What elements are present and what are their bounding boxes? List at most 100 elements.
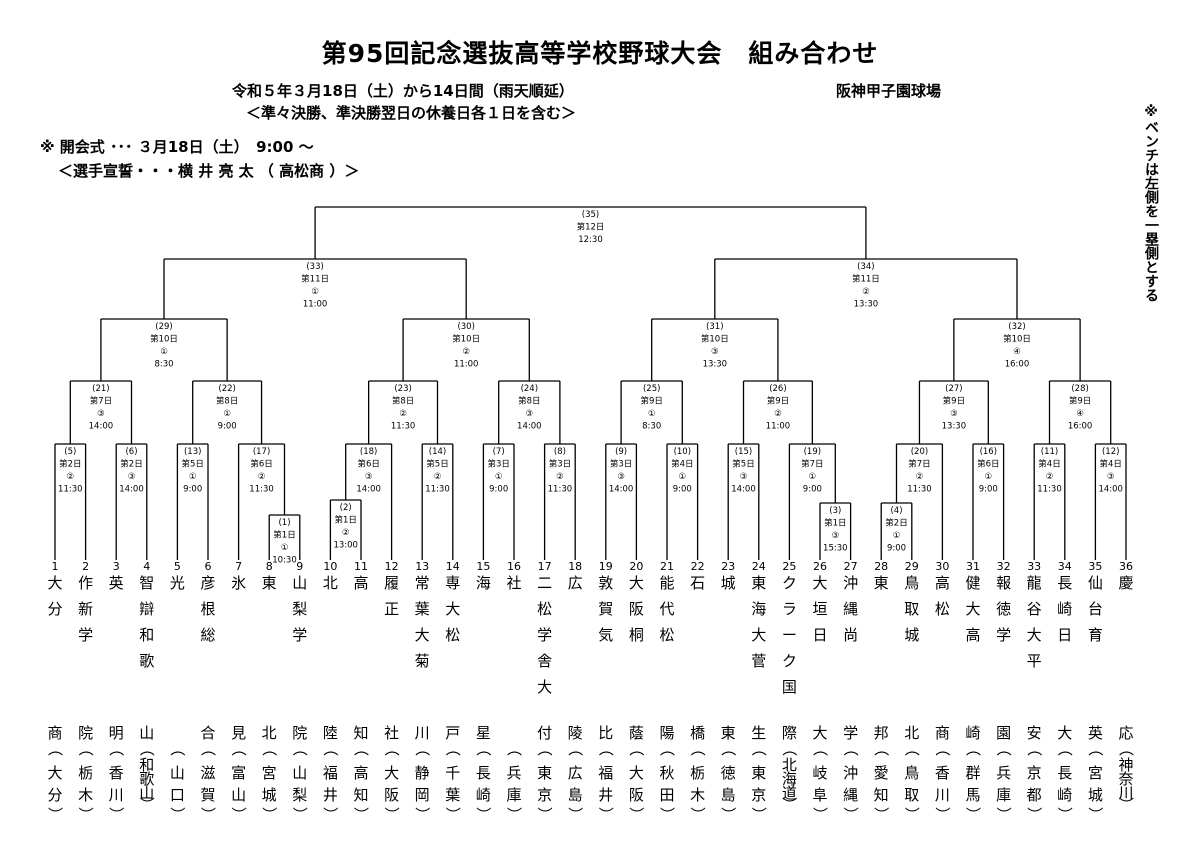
team-number: 12 — [385, 560, 399, 573]
match-time: 15:30 — [823, 544, 848, 554]
team-number: 16 — [507, 560, 521, 573]
match-day: 第2日 — [59, 459, 81, 470]
match-slot: ③ — [831, 531, 839, 541]
team-number: 7 — [235, 560, 242, 573]
match-no: (28) — [1071, 384, 1088, 394]
match-no: (2) — [340, 503, 352, 513]
team-name: 二松学舎大付 — [537, 574, 553, 742]
bench-note: ※ベンチは左側を一塁側とする — [1143, 104, 1159, 302]
match-no: (8) — [554, 447, 566, 457]
team-name: 東海大菅生 — [751, 574, 767, 742]
match-time: 13:30 — [854, 300, 879, 310]
team-name: 光 — [169, 574, 185, 592]
match-day: 第9日 — [767, 396, 789, 407]
match-time: 11:00 — [766, 422, 791, 432]
team-entry: 高知（高知） — [346, 572, 376, 822]
match-day: 第10日 — [452, 334, 480, 345]
match-day: 第2日 — [885, 518, 907, 529]
team-entry: 城東（徳島） — [713, 572, 743, 822]
match-day: 第2日 — [120, 459, 142, 470]
team-number: 14 — [446, 560, 460, 573]
team-name: 大垣日大 — [812, 574, 828, 742]
match-day: 第9日 — [943, 396, 965, 407]
match-day: 第5日 — [732, 459, 754, 470]
match-day: 第8日 — [518, 396, 540, 407]
team-number: 4 — [143, 560, 150, 573]
team-number: 21 — [660, 560, 674, 573]
team-name: 海星 — [475, 574, 491, 742]
match-day: 第4日 — [1038, 459, 1060, 470]
match-no: (24) — [521, 384, 538, 394]
match-slot: ② — [342, 528, 350, 538]
team-name: 慶応 — [1118, 574, 1134, 742]
match-time: 13:30 — [703, 360, 728, 370]
team-name: 広陵 — [567, 574, 583, 742]
match-slot: ② — [1046, 472, 1054, 482]
match-day: 第5日 — [181, 459, 203, 470]
match-day: 第10日 — [1003, 334, 1031, 345]
match-day: 第4日 — [1099, 459, 1121, 470]
team-name: 山梨学院 — [292, 574, 308, 742]
match-no: (13) — [184, 447, 201, 457]
match-time: 14:00 — [119, 485, 144, 495]
match-day: 第9日 — [640, 396, 662, 407]
match-no: (32) — [1008, 322, 1025, 332]
match-slot: ③ — [1107, 472, 1115, 482]
tournament-dates: 令和５年３月18日（土）から14日間（雨天順延） — [232, 82, 574, 100]
team-number: 11 — [354, 560, 368, 573]
team-entry: 報徳学園（兵庫） — [989, 572, 1019, 822]
team-name: 能代松陽 — [659, 574, 675, 742]
team-entry: 敦賀気比（福井） — [591, 572, 621, 822]
team-entry: 光（山口） — [162, 572, 192, 822]
team-number: 9 — [296, 560, 303, 573]
match-time: 8:30 — [642, 422, 661, 432]
team-name: 石橋 — [690, 574, 706, 742]
match-slot: ③ — [950, 409, 958, 419]
team-number: 23 — [721, 560, 735, 573]
match-time: 11:00 — [303, 300, 328, 310]
match-slot: ① — [160, 347, 168, 357]
match-day: 第10日 — [701, 334, 729, 345]
team-name: 仙台育英 — [1087, 574, 1103, 742]
page-title: 第95回記念選抜高等学校野球大会 組み合わせ — [321, 39, 879, 68]
team-number: 24 — [752, 560, 766, 573]
team-entry: 英明（香川） — [101, 572, 131, 822]
team-entry: 鳥取城北（鳥取） — [897, 572, 927, 822]
team-name: 沖縄尚学 — [843, 574, 859, 742]
match-slot: ① — [678, 472, 686, 482]
match-no: (30) — [457, 322, 474, 332]
match-day: 第11日 — [301, 274, 329, 285]
team-name: 彦根総合 — [200, 574, 216, 742]
match-no: (17) — [253, 447, 270, 457]
team-entry: 能代松陽（秋田） — [652, 572, 682, 822]
match-time: 16:00 — [1005, 360, 1030, 370]
match-day: 第7日 — [908, 459, 930, 470]
match-time: 9:00 — [673, 485, 692, 495]
match-no: (15) — [735, 447, 752, 457]
match-no: (22) — [218, 384, 235, 394]
match-slot: ① — [495, 472, 503, 482]
match-slot: ② — [66, 472, 74, 482]
team-name: 報徳学園 — [996, 574, 1012, 742]
team-name: 高松商 — [934, 574, 950, 742]
team-name: 作新学院 — [78, 574, 94, 742]
match-day: 第5日 — [426, 459, 448, 470]
match-slot: ② — [774, 409, 782, 419]
team-entry: 沖縄尚学（沖縄） — [836, 572, 866, 822]
match-time: 11:30 — [907, 485, 932, 495]
team-entry: 健大高崎（群馬） — [958, 572, 988, 822]
team-number: 22 — [691, 560, 705, 573]
team-name: 龍谷大平安 — [1026, 574, 1042, 742]
match-time: 14:00 — [356, 485, 381, 495]
match-time: 9:00 — [979, 485, 998, 495]
match-time: 9:00 — [218, 422, 237, 432]
team-entry: 東北（宮城） — [254, 572, 284, 822]
match-time: 11:30 — [548, 485, 573, 495]
match-slot: ③ — [365, 472, 373, 482]
match-no: (26) — [769, 384, 786, 394]
team-name: 北陸 — [322, 574, 338, 742]
team-entry: 大阪桐蔭（大阪） — [621, 572, 651, 822]
team-number: 26 — [813, 560, 827, 573]
match-time: 11:30 — [249, 485, 274, 495]
match-no: (33) — [306, 262, 323, 272]
